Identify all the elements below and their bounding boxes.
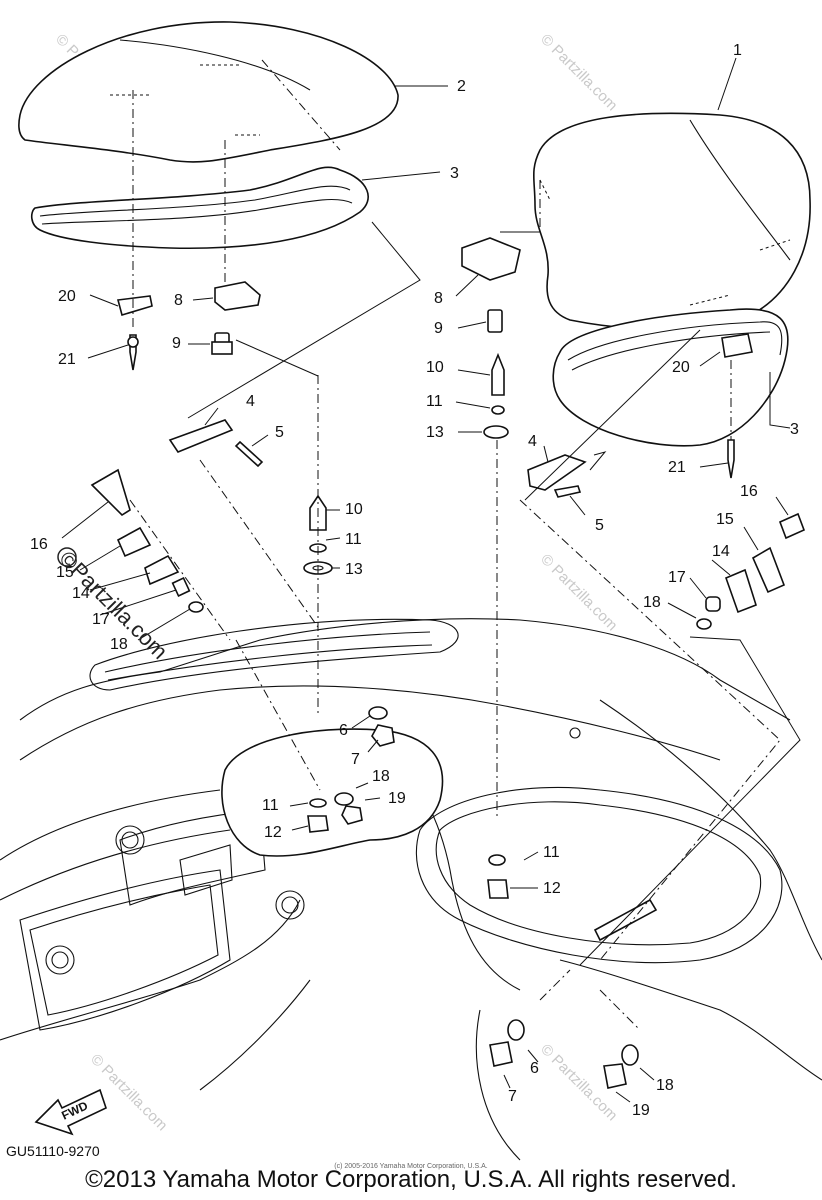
washer-18-bottom [621,1044,639,1066]
stud-10-rear [491,352,505,396]
washer-11-bin [488,854,506,866]
callout-15: 15 [56,564,74,581]
callout-11: 11 [426,393,443,410]
callout-20: 20 [58,288,76,305]
callout-12: 12 [543,880,561,897]
callout-1: 1 [733,42,742,59]
callout-18: 18 [643,594,661,611]
callout-18: 18 [656,1077,674,1094]
callout-11: 11 [543,844,560,861]
nut-7-bottom [489,1041,513,1067]
bolt-16-rear [778,512,806,540]
callout-labels: 1 2 3 3 4 4 5 5 6 6 7 7 8 8 9 9 10 10 11… [30,42,799,1119]
bracket-20-front [116,295,153,317]
callout-2: 2 [457,78,466,95]
callout-4: 4 [528,433,537,450]
rear-latch-slot [593,898,658,942]
fine-print: (c) 2005-2016 Yamaha Motor Corporation, … [334,1163,488,1170]
washer-6-center [368,706,388,720]
front-seat-seal [30,166,369,250]
callout-17: 17 [668,569,686,586]
latch-plate-8-front [214,281,261,311]
callout-9: 9 [172,335,181,352]
callout-11: 11 [345,531,362,548]
bracket-20-rear [721,333,753,358]
nut-19-center [341,805,363,825]
callout-10: 10 [345,501,363,518]
bolt-21-rear [727,439,735,479]
latch-plate-8-rear [461,237,521,281]
washer-6-bottom [507,1019,525,1041]
cutaway-region [221,728,444,857]
callout-18: 18 [372,768,390,785]
latch-14-front [144,554,180,586]
callout-7: 7 [508,1088,517,1105]
callout-19: 19 [632,1102,650,1119]
watermark: © Partzilla.com [537,551,620,634]
callout-14: 14 [72,585,90,602]
callout-4: 4 [246,393,255,410]
callout-16: 16 [30,536,48,553]
callout-7: 7 [351,751,360,768]
callout-20: 20 [672,359,690,376]
leader-lines [61,57,791,1103]
callout-11: 11 [262,797,279,814]
screw-5-rear [553,485,582,498]
watermark-copyright-ring [57,547,77,567]
callout-8: 8 [174,292,183,309]
hinge-4-rear [527,454,587,491]
washer-11-lower [309,798,327,808]
collar-17-rear [705,596,721,612]
front-seat [18,21,399,163]
callout-16: 16 [740,483,758,500]
callout-14: 14 [712,543,730,560]
hinge-4-front [168,419,234,453]
fwd-arrow-icon: FWD [34,1088,107,1136]
callout-10: 10 [426,359,444,376]
copyright-notice: ©2013 Yamaha Motor Corporation, U.S.A. A… [85,1166,737,1193]
callout-15: 15 [716,511,734,528]
callout-21: 21 [668,459,686,476]
washer-11-rear [491,405,505,415]
callout-9: 9 [434,320,443,337]
washer-18-front [188,601,204,613]
callout-19: 19 [388,790,406,807]
rear-seat [532,112,811,331]
callout-21: 21 [58,351,76,368]
callout-5: 5 [595,517,604,534]
callout-8: 8 [434,290,443,307]
washer-18-center [334,792,354,806]
hook-15-rear [751,546,786,594]
diagram-code: GU51110-9270 [6,1143,100,1159]
washer-13-rear [483,425,509,439]
callout-6: 6 [339,722,348,739]
bolt-9-rear [487,309,503,333]
bolt-16-front [90,468,131,517]
nut-12-center [307,815,329,833]
callout-18: 18 [110,636,128,653]
watermark: © Partzilla.com [537,31,620,114]
hull-deck [0,618,822,1161]
nut-19-bottom [603,1063,627,1089]
rear-hardware [461,237,806,1089]
callout-12: 12 [264,824,282,841]
screw-5-front [234,440,264,468]
washer-18-rear [696,618,712,630]
latch-14-rear [724,568,757,614]
assembly-lines [129,59,801,1031]
callout-17: 17 [92,611,110,628]
hook-15-front [116,526,152,558]
callout-3: 3 [790,421,799,438]
callout-13: 13 [345,561,363,578]
rear-seat-seal [552,308,789,447]
front-hardware [90,281,264,613]
callout-5: 5 [275,424,284,441]
callout-6: 6 [530,1060,539,1077]
nut-12-bin [487,879,509,899]
callout-3: 3 [450,165,459,182]
callout-13: 13 [426,424,444,441]
collar-17-front [171,577,191,597]
